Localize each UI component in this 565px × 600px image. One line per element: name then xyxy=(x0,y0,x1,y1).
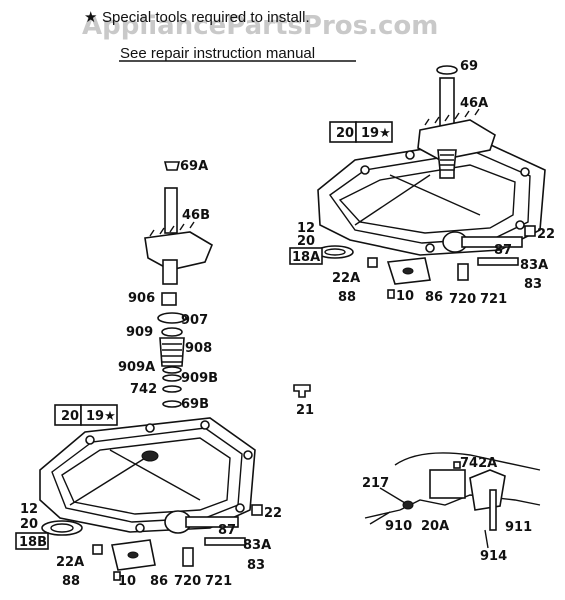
label-20b-upper: 20 xyxy=(297,234,315,249)
label-909b: 909B xyxy=(181,371,218,386)
label-12-lower: 12 xyxy=(20,502,38,517)
label-10-upper: 10 xyxy=(396,289,414,304)
label-217: 217 xyxy=(362,476,389,491)
label-22a-lower: 22A xyxy=(56,555,84,570)
label-21: 21 xyxy=(296,403,314,418)
label-22a-upper: 22A xyxy=(332,271,360,286)
label-22-upper: 22 xyxy=(537,227,555,242)
label-914: 914 xyxy=(480,549,507,564)
label-20a: 20A xyxy=(421,519,449,534)
label-19-upper: 19★ xyxy=(361,126,391,141)
label-20-upper: 20 xyxy=(336,126,354,141)
star-symbol: ★ xyxy=(84,9,97,26)
label-83a-upper: 83A xyxy=(520,258,548,273)
lower-box-19 xyxy=(80,404,118,426)
label-12-upper: 12 xyxy=(297,221,315,236)
label-18a: 18A xyxy=(292,250,320,265)
label-83-upper: 83 xyxy=(524,277,542,292)
label-83a-lower: 83A xyxy=(243,538,271,553)
label-721-upper: 721 xyxy=(480,292,507,307)
upper-box-19 xyxy=(355,121,393,143)
label-908: 908 xyxy=(185,341,212,356)
repair-manual-note: See repair instruction manual xyxy=(120,45,315,62)
label-720-lower: 720 xyxy=(174,574,201,589)
watermark-text: AppliancePartsPros.com xyxy=(82,11,438,41)
label-46b: 46B xyxy=(182,208,210,223)
upper-box-18a xyxy=(289,247,323,265)
label-88-upper: 88 xyxy=(338,290,356,305)
label-909: 909 xyxy=(126,325,153,340)
label-720-upper: 720 xyxy=(449,292,476,307)
linkage-detail xyxy=(364,452,541,549)
label-87-upper: 87 xyxy=(494,243,512,258)
label-69b: 69B xyxy=(181,397,209,412)
label-69a: 69A xyxy=(180,159,208,174)
label-907: 907 xyxy=(181,313,208,328)
label-87-lower: 87 xyxy=(218,523,236,538)
upper-gear-case-assembly xyxy=(316,65,546,299)
label-22-lower: 22 xyxy=(264,506,282,521)
label-742: 742 xyxy=(130,382,157,397)
label-742a: 742A xyxy=(460,456,497,471)
label-721-lower: 721 xyxy=(205,574,232,589)
lower-box-18b xyxy=(15,532,49,550)
label-86-lower: 86 xyxy=(150,574,168,589)
label-83-lower: 83 xyxy=(247,558,265,573)
label-906: 906 xyxy=(128,291,155,306)
label-20-lower: 20 xyxy=(61,409,79,424)
label-46a: 46A xyxy=(460,96,488,111)
label-88-lower: 88 xyxy=(62,574,80,589)
special-tools-note: Special tools required to install. xyxy=(102,9,310,26)
label-910: 910 xyxy=(385,519,412,534)
middle-shaft-parts xyxy=(144,161,311,408)
lower-gear-case-assembly xyxy=(39,417,263,581)
label-909a: 909A xyxy=(118,360,155,375)
label-19-lower: 19★ xyxy=(86,409,116,424)
label-10-lower: 10 xyxy=(118,574,136,589)
label-20b-lower: 20 xyxy=(20,517,38,532)
label-86-upper: 86 xyxy=(425,290,443,305)
label-911: 911 xyxy=(505,520,532,535)
label-69: 69 xyxy=(460,59,478,74)
label-18b: 18B xyxy=(19,535,47,550)
